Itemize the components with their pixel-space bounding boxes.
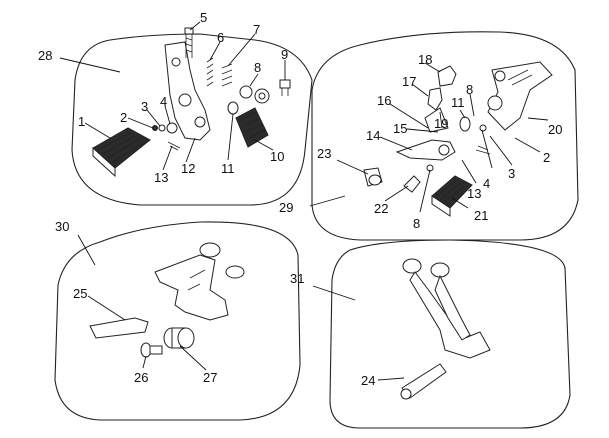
label-13-left: 13 [154,170,168,185]
guard-18 [437,65,457,87]
label-30: 30 [55,219,69,234]
label-4-left: 4 [160,94,167,109]
bolt-9 [279,79,291,96]
label-17: 17 [402,74,416,89]
bush-27 [163,327,195,349]
spring-7 [221,63,233,87]
spacer-23 [363,167,383,187]
label-13-right: 13 [467,186,481,201]
label-25: 25 [73,286,87,301]
label-3-left: 3 [141,99,148,114]
label-3-right: 3 [508,166,515,181]
group-30-outline [54,221,301,421]
label-8-bottom: 8 [413,216,420,231]
small-parts-3-4-13-right [426,124,491,172]
label-8-top: 8 [254,60,261,75]
label-11-left: 11 [221,161,235,176]
pivot-8 [239,85,270,104]
label-15: 15 [393,121,407,136]
label-26: 26 [134,370,148,385]
bracket-30 [154,242,245,321]
spring-6 [206,57,214,87]
lever-25 [89,317,149,339]
label-9: 9 [281,47,288,62]
label-21: 21 [474,208,488,223]
label-14: 14 [366,128,380,143]
label-4-right: 4 [483,176,490,191]
group-31-outline [329,239,571,429]
bolt-26 [140,342,163,358]
label-22: 22 [374,201,388,216]
label-24: 24 [361,373,375,388]
group-29-outline [311,31,579,241]
label-29: 29 [279,200,293,215]
bracket-20 [487,61,553,131]
label-6: 6 [217,30,224,45]
footpeg-10 [235,107,269,148]
small-parts-2-3-4-13 [152,122,181,151]
label-8-right: 8 [466,82,473,97]
label-7: 7 [253,22,260,37]
lever-14-15 [395,139,456,161]
label-2-right: 2 [543,150,550,165]
label-11-right: 11 [451,95,465,110]
footpeg-1 [92,127,151,178]
label-12: 12 [181,161,195,176]
bracket-12 [164,41,211,141]
label-2-left: 2 [120,110,127,125]
footrest-24 [400,363,447,400]
bracket-31 [402,258,491,359]
label-18: 18 [418,52,432,67]
cap-22 [403,175,421,193]
bracket-16-19 [424,107,449,133]
label-23: 23 [317,146,331,161]
label-5: 5 [200,10,207,25]
label-19: 19 [434,116,448,131]
plate-17 [427,87,443,111]
leader-lines [59,21,549,381]
bush-11-right [459,116,471,132]
label-16: 16 [377,93,391,108]
footpeg-21 [431,175,473,217]
bolt-5 [184,27,194,58]
label-10: 10 [270,149,284,164]
label-27: 27 [203,370,217,385]
label-20: 20 [548,122,562,137]
part-labels: 1 2 3 4 5 6 7 8 9 10 11 12 13 28 18 17 1… [38,10,562,388]
label-31: 31 [290,271,304,286]
label-28: 28 [38,48,52,63]
label-1: 1 [78,114,85,129]
bush-11-left [227,101,239,115]
